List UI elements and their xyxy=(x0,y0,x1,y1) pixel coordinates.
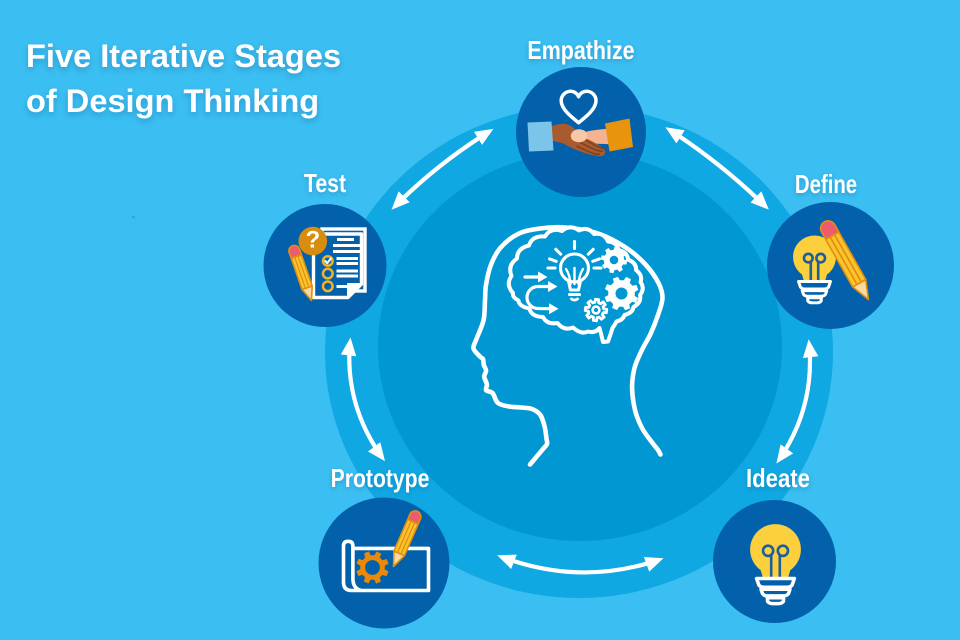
svg-text:?: ? xyxy=(305,226,320,253)
